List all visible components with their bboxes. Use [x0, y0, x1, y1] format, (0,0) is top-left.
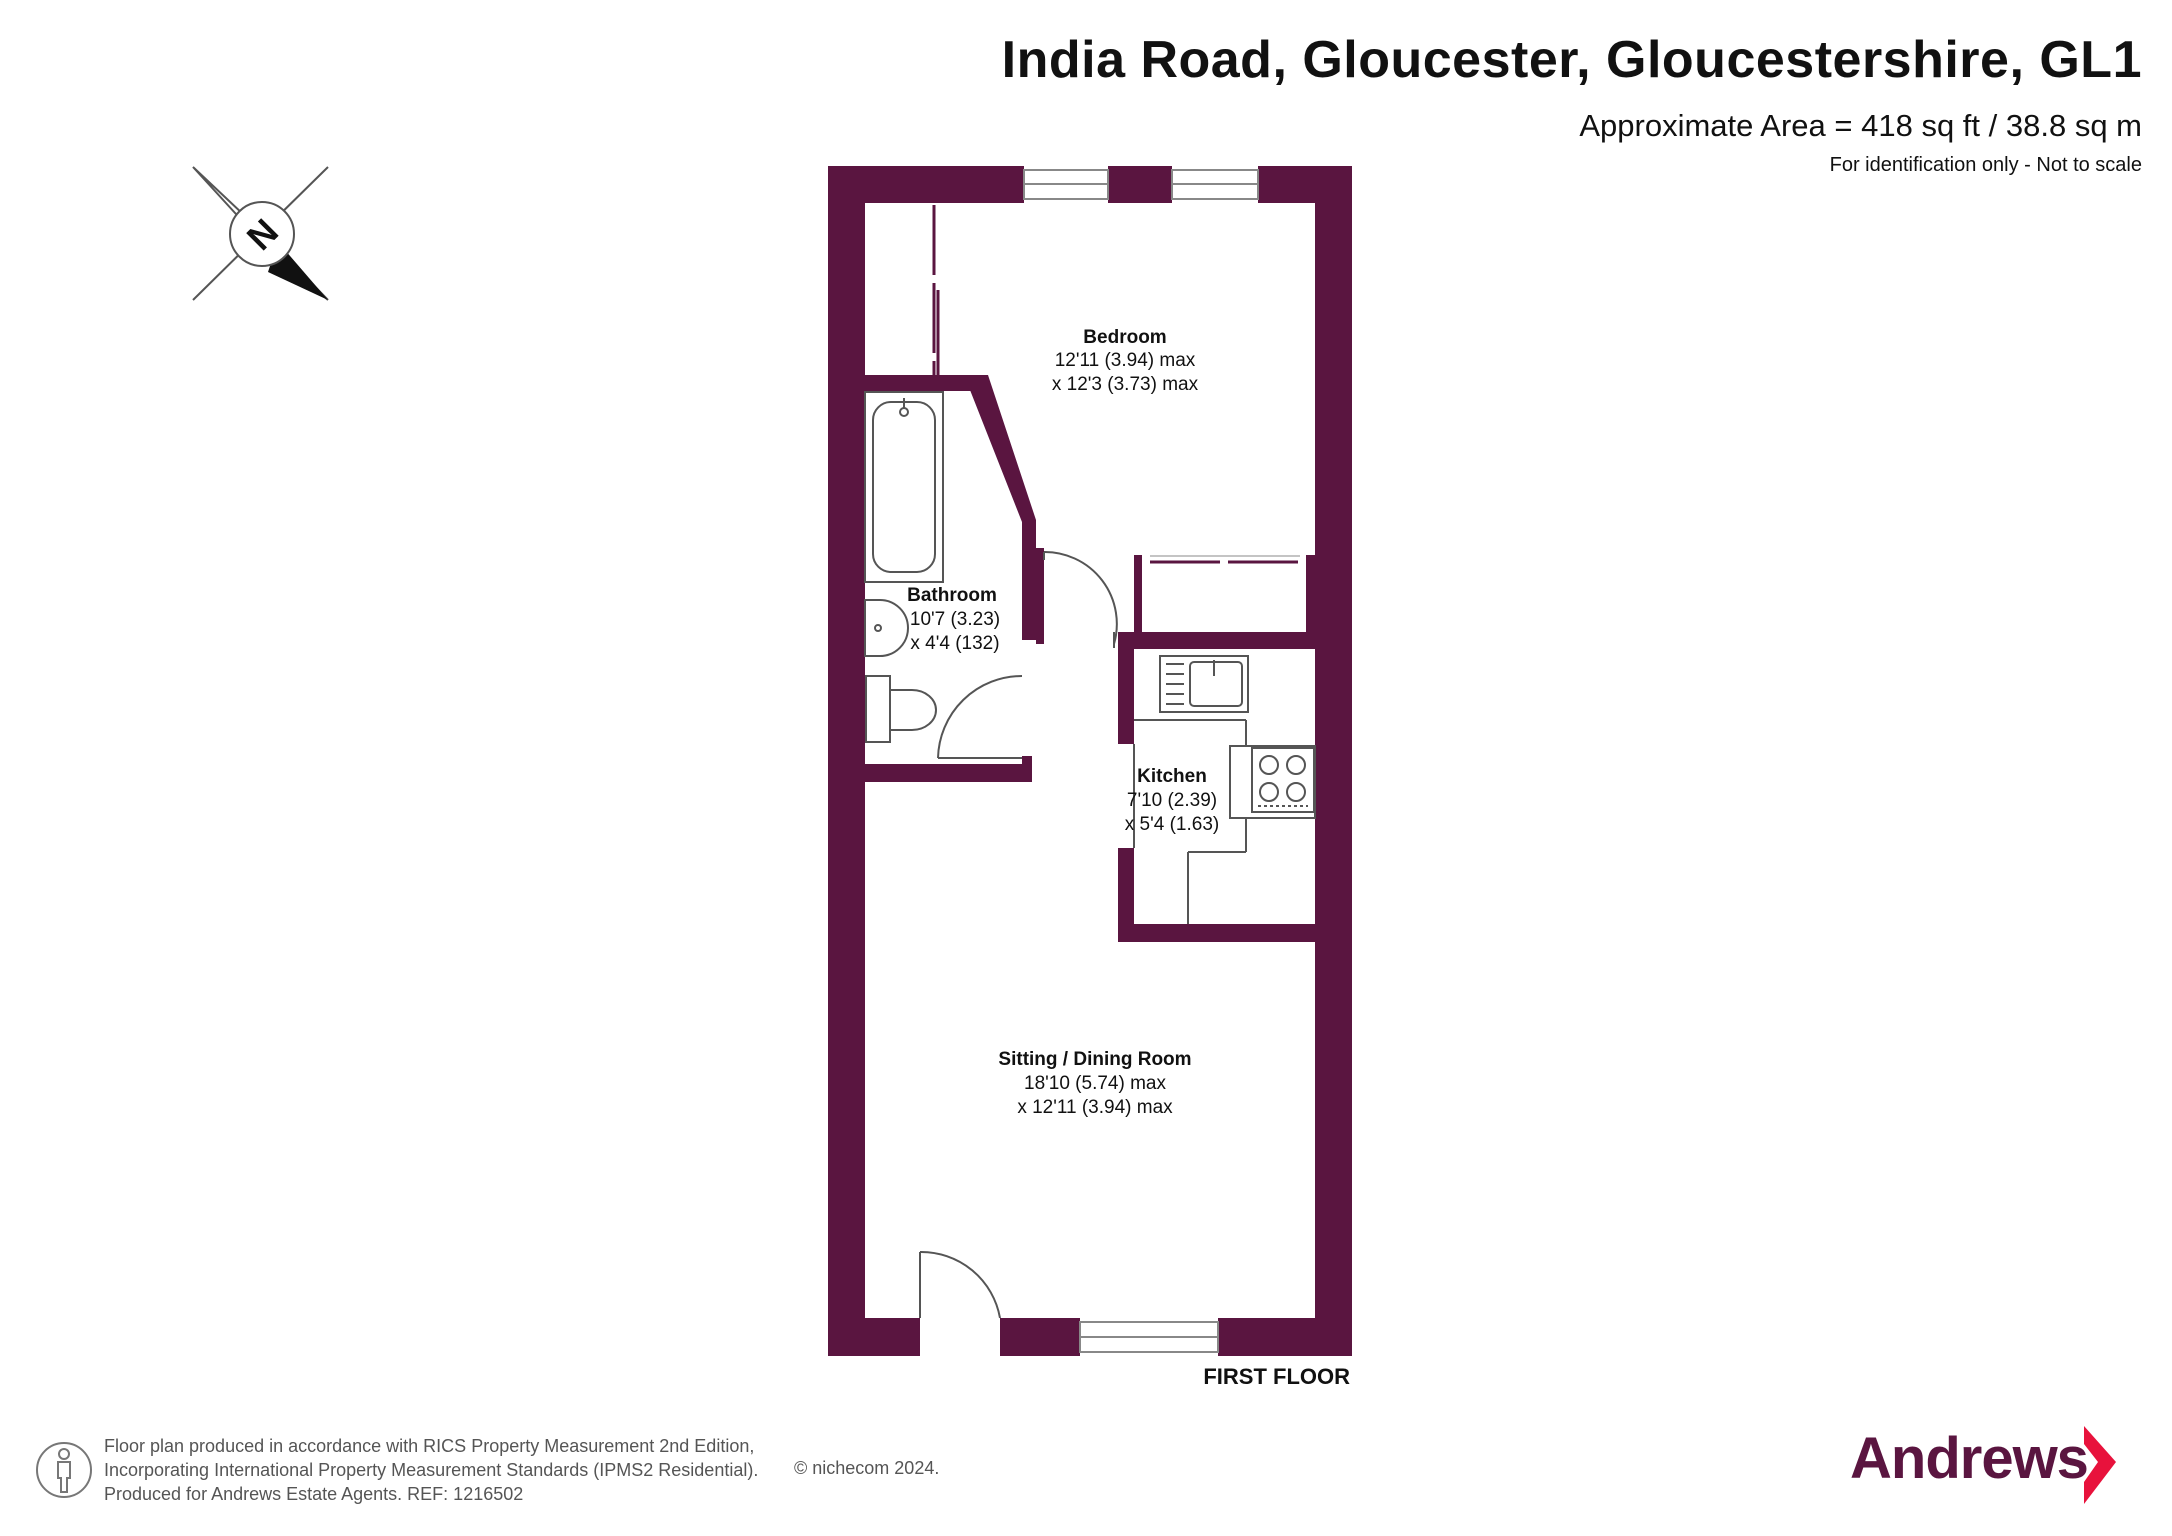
- kitchen-dim1: 7'10 (2.39): [1127, 790, 1217, 811]
- basin-icon: [864, 599, 909, 657]
- bathroom-dim2: x 4'4 (132): [910, 633, 999, 654]
- sitting-dim1: 18'10 (5.74) max: [1024, 1073, 1166, 1094]
- toilet-icon: [865, 675, 937, 743]
- kitchen-dim2: x 5'4 (1.63): [1125, 814, 1219, 835]
- bathroom-dim1: 10'7 (3.23): [910, 609, 1000, 630]
- sitting-name: Sitting / Dining Room: [998, 1049, 1191, 1070]
- kitchen-name: Kitchen: [1137, 766, 1207, 787]
- bath-icon: [864, 391, 944, 583]
- sitting-dim2: x 12'11 (3.94) max: [1017, 1097, 1173, 1118]
- scale-note: For identification only - Not to scale: [1829, 154, 2142, 176]
- person-icon: [36, 1442, 92, 1498]
- bedroom-dim1: 12'11 (3.94) max: [1055, 350, 1196, 371]
- windows: [1023, 169, 1259, 1353]
- bedroom-name: Bedroom: [1083, 327, 1166, 348]
- bedroom-dim2: x 12'3 (3.73) max: [1052, 374, 1199, 395]
- hob-icon: [1251, 747, 1315, 813]
- copyright: © nichecom 2024.: [794, 1458, 940, 1478]
- footer-notes: Floor plan produced in accordance with R…: [104, 1434, 758, 1506]
- wardrobes: [932, 205, 1300, 564]
- bathroom-name: Bathroom: [907, 585, 997, 606]
- floor-label: FIRST FLOOR: [1203, 1364, 1350, 1389]
- address-title: India Road, Gloucester, Gloucestershire,…: [1001, 31, 2142, 89]
- brand-chevron-icon: [2084, 1426, 2116, 1504]
- doors: [919, 550, 1135, 1319]
- compass-icon: N: [192, 166, 329, 301]
- brand-logo-text: Andrews: [1850, 1426, 2089, 1491]
- walls: [828, 166, 1352, 1356]
- footer-line1: Floor plan produced in accordance with R…: [104, 1436, 755, 1456]
- approximate-area: Approximate Area = 418 sq ft / 38.8 sq m: [1579, 108, 2142, 143]
- footer-line2: Incorporating International Property Mea…: [104, 1460, 759, 1480]
- footer-line3: Produced for Andrews Estate Agents. REF:…: [104, 1484, 524, 1504]
- sink-icon: [1159, 655, 1249, 713]
